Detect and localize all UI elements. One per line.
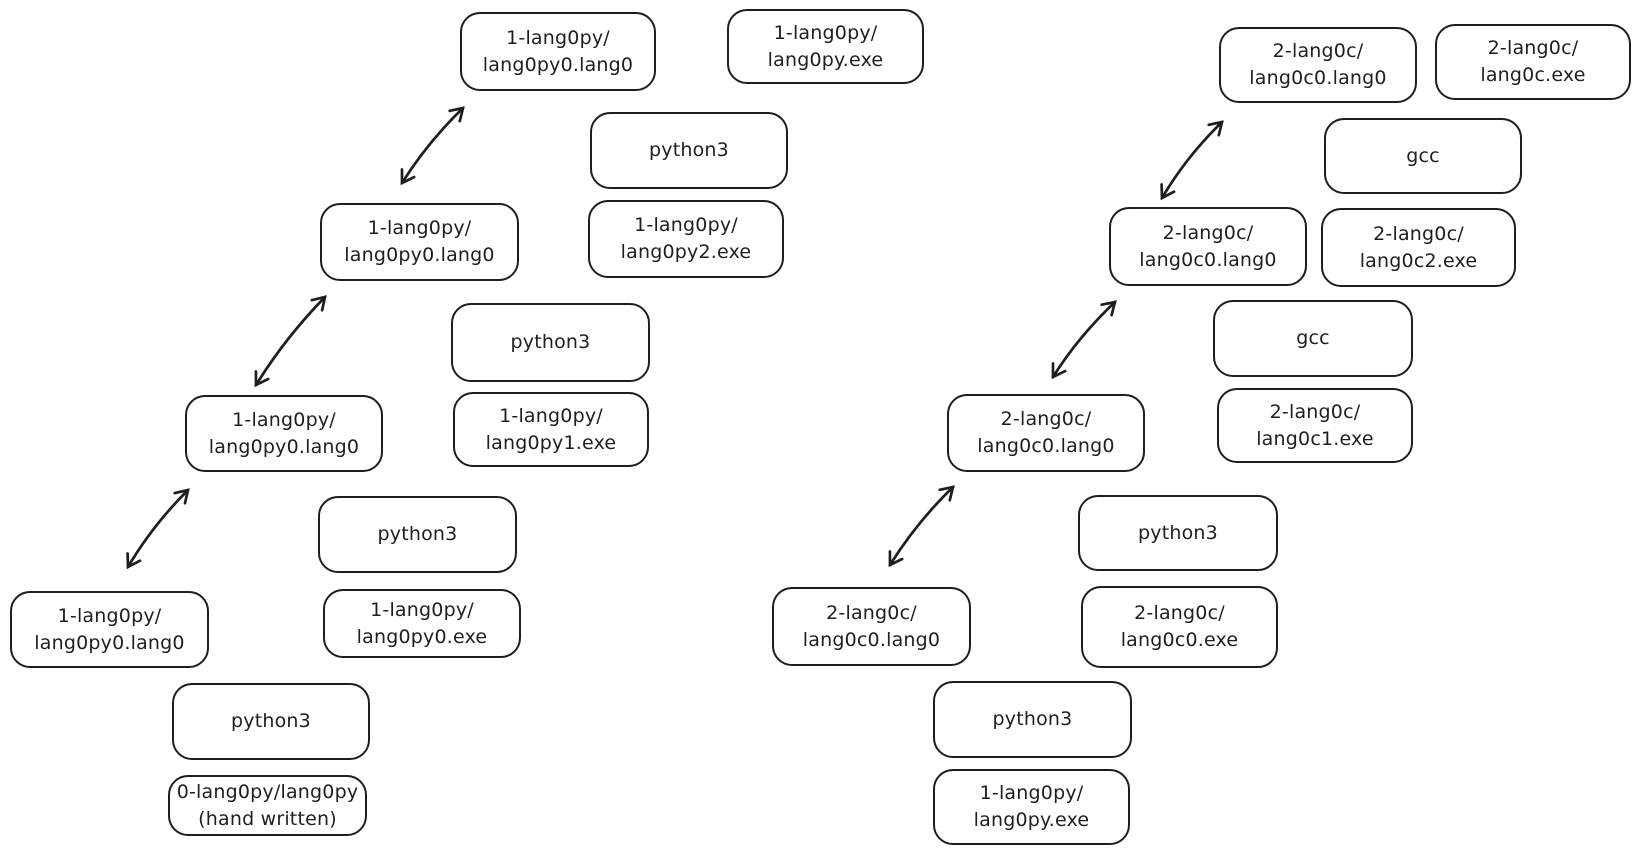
node-py-final-exe: 1-lang0py/ lang0py.exe — [727, 9, 924, 84]
node-c-final-exe: 2-lang0c/ lang0c.exe — [1435, 24, 1631, 100]
arrow-c-stage2-stage3 — [1160, 120, 1224, 201]
node-py-handwritten: 0-lang0py/lang0py (hand written) — [168, 775, 367, 836]
arrow-py-stage1-stage2 — [254, 295, 327, 388]
arrow-py-stage0-stage1 — [126, 488, 190, 570]
node-py-tool-stage2: python3 — [451, 303, 650, 382]
node-py-exe-stage1: 1-lang0py/ lang0py1.exe — [453, 392, 649, 467]
node-py-tool-stage3: python3 — [590, 112, 788, 189]
node-py-exe-stage2: 1-lang0py/ lang0py2.exe — [588, 200, 784, 278]
node-c-exe-stage1: 2-lang0c/ lang0c1.exe — [1217, 388, 1413, 463]
node-py-src-stage1: 1-lang0py/ lang0py0.lang0 — [185, 395, 383, 472]
node-py-src-stage2: 1-lang0py/ lang0py0.lang0 — [320, 203, 519, 281]
node-c-tool-stage0: python3 — [933, 681, 1132, 758]
node-c-src-stage3: 2-lang0c/ lang0c0.lang0 — [1219, 27, 1417, 103]
node-c-exe-stage2: 2-lang0c/ lang0c2.exe — [1321, 208, 1516, 287]
node-c-tool-stage3: gcc — [1324, 118, 1522, 194]
node-c-src-stage2: 2-lang0c/ lang0c0.lang0 — [1109, 207, 1307, 286]
node-c-exe-stage0: 2-lang0c/ lang0c0.exe — [1081, 586, 1278, 668]
node-py-tool-stage1: python3 — [318, 496, 517, 573]
node-py-src-stage3: 1-lang0py/ lang0py0.lang0 — [460, 12, 656, 91]
node-c-src-stage1: 2-lang0c/ lang0c0.lang0 — [947, 394, 1145, 472]
node-c-tool-stage2: gcc — [1213, 300, 1413, 377]
node-c-bootstrap-exe: 1-lang0py/ lang0py.exe — [933, 769, 1130, 845]
node-c-src-stage0: 2-lang0c/ lang0c0.lang0 — [772, 587, 971, 666]
node-py-src-stage0: 1-lang0py/ lang0py0.lang0 — [10, 591, 209, 668]
arrow-py-stage2-stage3 — [400, 106, 465, 186]
node-py-tool-stage0: python3 — [172, 683, 370, 760]
arrow-c-stage1-stage2 — [1051, 300, 1117, 380]
node-py-exe-stage0: 1-lang0py/ lang0py0.exe — [323, 589, 521, 658]
node-c-tool-stage1: python3 — [1078, 495, 1278, 571]
arrow-c-stage0-stage1 — [888, 485, 955, 568]
